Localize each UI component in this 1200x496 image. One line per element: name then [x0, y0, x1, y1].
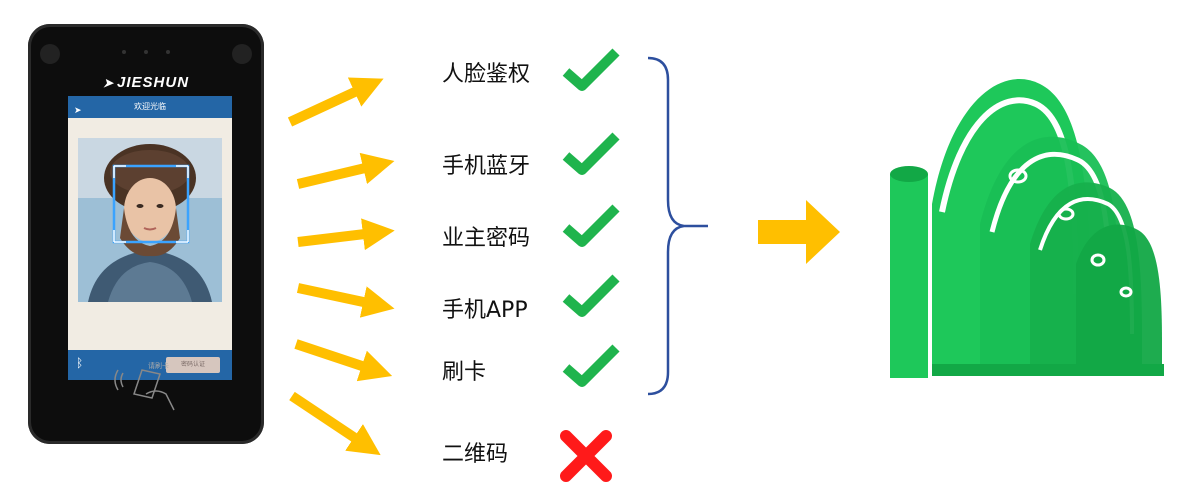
- method-label-bluetooth: 手机蓝牙: [442, 154, 531, 179]
- result-arrow: [758, 200, 840, 264]
- brand-name: JIESHUN: [117, 74, 190, 91]
- method-label-face: 人脸鉴权: [442, 62, 531, 87]
- cross-icon: [560, 430, 612, 482]
- arrow-to-card: [294, 339, 393, 382]
- gate-icon: [890, 79, 1164, 378]
- device-brand: ➤JIESHUN: [28, 74, 264, 91]
- arrow-to-password: [297, 218, 395, 251]
- brace: [647, 56, 708, 396]
- check-icon: [562, 204, 620, 247]
- access-control-device: ➤JIESHUN ➤ 欢迎光临 ᛒ 密码认证: [28, 24, 264, 444]
- method-label-password: 业主密码: [442, 226, 531, 251]
- check-icon: [562, 274, 620, 317]
- bluetooth-icon: ᛒ: [76, 356, 84, 370]
- check-icon: [562, 344, 620, 387]
- arrow-to-bluetooth: [296, 152, 395, 189]
- nfc-wave: [114, 369, 119, 391]
- method-label-card: 刷卡: [442, 360, 487, 385]
- device-screen: ➤ 欢迎光临 ᛒ 密码认证: [68, 96, 232, 380]
- check-icon: [562, 48, 620, 91]
- method-label-app: 手机APP: [442, 298, 528, 323]
- arrow-to-app: [296, 283, 395, 318]
- card-hint: 请刷卡: [148, 361, 169, 370]
- screen-logo-icon: ➤: [74, 106, 82, 116]
- face-photo: [78, 138, 222, 302]
- card-shape: [133, 369, 161, 399]
- brand-logo-icon: ➤: [102, 76, 115, 90]
- arrow-to-qrcode: [289, 391, 381, 456]
- nfc-wave: [120, 372, 124, 388]
- screen-header: ➤ 欢迎光临: [68, 96, 232, 118]
- device-sensor-right: [232, 44, 252, 64]
- device-camera-dot: [122, 50, 126, 54]
- hand-shape: [145, 390, 175, 411]
- method-label-qrcode: 二维码: [442, 442, 509, 467]
- arrow-to-face-auth: [287, 77, 384, 127]
- screen-title: 欢迎光临: [134, 102, 166, 111]
- device-camera-dot: [166, 50, 170, 54]
- device-sensor-left: [40, 44, 60, 64]
- password-auth-button[interactable]: 密码认证: [166, 357, 220, 373]
- screen-footer: ᛒ 密码认证: [68, 350, 232, 380]
- card-reader: 请刷卡: [114, 361, 175, 411]
- check-icon: [562, 132, 620, 175]
- device-camera-dot: [144, 50, 148, 54]
